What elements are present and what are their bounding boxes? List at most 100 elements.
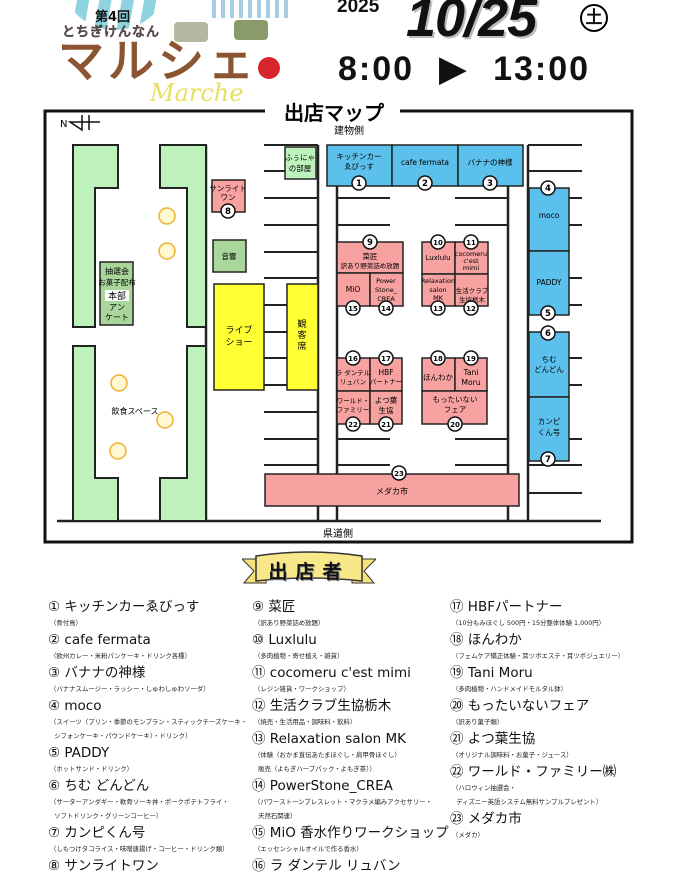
booth-number: 9 [367,238,373,248]
vendor-items-description: （多肉植物・ハンドメイドモルタル鉢） [452,685,568,693]
svg-text:アン: アン [109,303,125,312]
vendor-name: ① キッチンカーゑびっす [48,599,200,615]
booth-1-label2: ゑびっす [344,162,374,171]
audience-seats: 観客席 [286,283,319,391]
vendor-name: ㉒ ワールド・ファミリー㈱ [450,764,617,780]
svg-text:ワールド・: ワールド・ [337,397,370,405]
svg-text:MiO: MiO [346,285,361,294]
vendor-list-column-1: ① キッチンカーゑびっす （骨付鳥） ② cafe fermata （欧州カレー・米粉… [48,598,247,876]
pink-booths [264,241,520,507]
vendor-items-description: （オリジナル調味料・お菓子・ジュース） [452,751,573,759]
vendor-name: ⑯ ラ ダンテル リュバン [252,858,401,874]
emblem-icon [258,57,280,79]
svg-text:ショー: ショー [225,338,252,348]
vendor-name: ③ バナナの神様 [48,665,146,681]
vendor-name: ⑪ cocomeru c'est mimi [252,665,411,681]
planters [72,144,207,522]
vendor-items-description: （しもつけタコライス・味噌唐揚げ・コーヒー・ドリンク類） [50,845,229,853]
booth-number-circle [463,300,479,316]
vendor-items-description: （ホットサンド・ドリンク） [50,765,134,773]
vendor-name: ⑲ Tani Moru [450,665,533,681]
vendor-item: ㉓ メダカ市 （メダカ） [450,810,624,842]
vendor-items-description: （レジン雑貨・ワークショップ） [254,685,350,693]
booth-number: 22 [348,421,358,429]
svg-text:Power: Power [376,277,396,285]
booth-5-label: PADDY [537,278,562,287]
event-date: 10/25 [406,0,537,48]
vendor-items-description: （骨付鳥） [50,619,82,627]
booth-number: 19 [466,355,476,363]
svg-text:よつ葉: よつ葉 [375,395,398,405]
booth-number: 20 [450,421,460,429]
vendor-name: ⑳ もったいないフェア [450,698,590,714]
vendor-items-description: （エッセンシャルオイルで作る香水） [254,845,363,853]
svg-text:ライブ: ライブ [225,324,252,336]
booth-number: 6 [545,329,551,339]
event-weekday: 土 [580,4,608,32]
svg-text:salon: salon [429,286,446,294]
booth-number-circle [540,451,556,467]
vendor-items-description: （メダカ） [452,831,484,839]
booth-number-circle [540,325,556,341]
booth-number-circle [220,203,236,219]
vendor-items-description: （バナナスムージー・ラッシー・しゅわしゅわソーダ） [50,685,210,693]
vendor-name: ⑧ サンライトワン [48,858,159,874]
booth-number-circle [430,300,446,316]
vendor-item: ㉒ ワールド・ファミリー㈱（ハロウィン抽選会・ ディズニー英語システム無料サンプ… [450,763,624,809]
svg-text:席: 席 [297,340,306,352]
booth-number: 12 [466,305,476,313]
vendor-item: ⑪ cocomeru c'est mimi （レジン雑貨・ワークショップ） [252,664,449,696]
booth-number-circle [378,300,394,316]
booth-number: 17 [381,355,391,363]
flyer-header: 第4回 とちぎけんなん マルシェ Marche 2025 10/25 土 8:0… [0,0,680,105]
vendor-name: ② cafe fermata [48,632,151,648]
svg-text:本部: 本部 [108,290,126,302]
booth-number: 1 [356,179,362,189]
vendor-items-description: （サーターアンダギー・軟骨ソーキ丼・ポークポテトフライ・ ソフトドリンク・グリー… [50,798,229,820]
svg-text:リュバン: リュバン [340,378,366,386]
vendor-item: ⑮ MiO 香水作りワークショップ（エッセンシャルオイルで作る香水） [252,824,449,856]
booth-number-circle [378,416,394,432]
vendor-item: ② cafe fermata （欧州カレー・米粉パンケーキ・ドリンク各種） [48,631,247,663]
svg-text:cocomeru: cocomeru [455,250,487,258]
booth-3-label: バナナの神様 [468,157,513,167]
event-logo-script: Marche [150,79,244,107]
vendors-banner: 出店者 [242,551,376,589]
vendor-items-description: （欧州カレー・米粉パンケーキ・ドリンク各種） [50,652,191,660]
event-logo: マルシェ [58,34,258,88]
vendor-name: ⑫ 生活クラブ生協栃木 [252,698,392,714]
vendor-item: ⑭ PowerStone_CREA（パワーストーンブレスレット・マクラメ編みアク… [252,777,449,823]
svg-text:Tani: Tani [463,368,479,377]
vendor-items-description: （10分もみほぐし 500円・15分整体体験 1,000円） [452,619,606,627]
svg-text:音響: 音響 [222,251,237,261]
vendor-item: ③ バナナの神様 （バナナスムージー・ラッシー・しゅわしゅわソーダ） [48,664,247,696]
vendor-item: ㉑ よつ葉生協（オリジナル調味料・お菓子・ジュース） [450,730,624,762]
vendor-item: ⑰ HBFパートナー（10分もみほぐし 500円・15分整体体験 1,000円） [450,598,624,630]
blue-booths [326,144,570,462]
booth-number-circle [430,234,446,250]
booth-number-circle [345,416,361,432]
north-arrow-icon [67,115,100,132]
event-subtitle: とちぎけんなん [62,25,161,40]
booth-number: 7 [545,455,551,465]
booth-number-circle [345,300,361,316]
booth-number-circle [378,350,394,366]
map-border [43,109,634,544]
booth-number-circle [540,180,556,196]
svg-text:客: 客 [297,329,306,341]
vendor-item: ④ moco（スイーツ（プリン・季節のモンブラン・スティックチーズケーキ・ シフ… [48,697,247,743]
vendor-name: ㉓ メダカ市 [450,811,522,827]
vendor-name: ⑦ カンピくん号 [48,825,146,841]
booth-number: 10 [433,239,443,247]
hq-booth: 抽選会 お菓子配布 本部 アン ケート [98,261,136,326]
booth-number-circle [362,234,378,250]
booth-number: 5 [545,309,551,319]
vendor-items-description: （多肉植物・寄せ植え・雑貨） [254,652,344,660]
vendor-items-description: （スイーツ（プリン・季節のモンブラン・スティックチーズケーキ・ シフォンケーキ・… [50,718,248,740]
vendor-item: ⑳ もったいないフェア（訳あり菓子類） [450,697,624,729]
venue-map: 出店マップ 建物側 N [43,100,634,544]
vendor-items-description: （焼売・生活用品・調味料・飲料） [254,718,357,726]
svg-text:ほんわか: ほんわか [423,373,453,382]
vendors-title: 出店者 [268,561,350,583]
